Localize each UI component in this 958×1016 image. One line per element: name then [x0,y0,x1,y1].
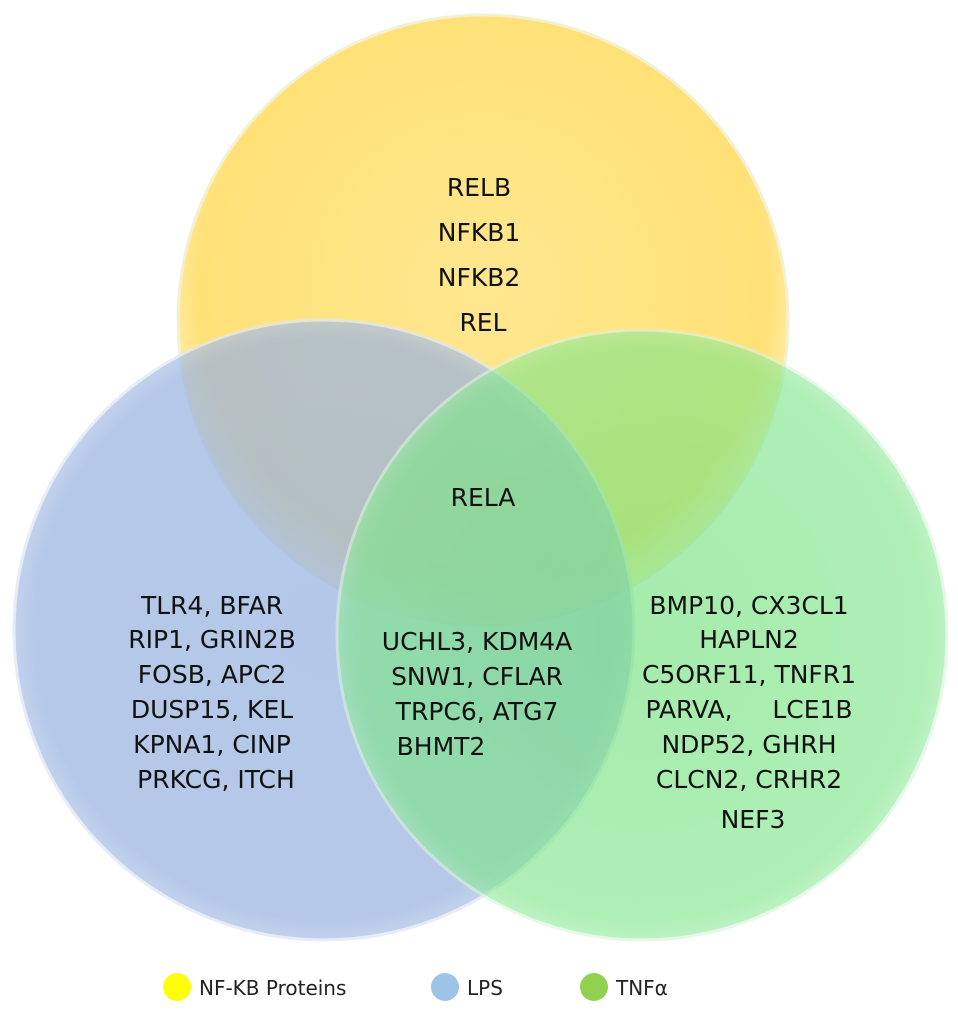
region-tnfa-only: BMP10, CX3CL1 HAPLN2 C5ORF11, TNFR1 PARV… [642,591,864,834]
gene-label: DUSP15, KEL [131,695,293,724]
region-nfkb-only: RELB NFKB1 NFKB2 REL [438,173,529,337]
gene-label: NEF3 [721,805,786,834]
region-all-three: RELA [451,483,516,512]
gene-label: UCHL3, KDM4A [382,627,573,656]
gene-label: HAPLN2 [699,625,799,654]
legend-label-tnfa: TNFα [615,976,668,1000]
legend-label-lps: LPS [467,976,503,1000]
gene-label: CLCN2, CRHR2 [656,765,842,794]
gene-label: RELB [447,173,511,202]
gene-label: TLR4, BFAR [140,591,283,620]
gene-label: PARVA, LCE1B [645,695,852,724]
gene-label: C5ORF11, TNFR1 [642,660,856,689]
gene-label: NFKB1 [438,218,521,247]
gene-label: FOSB, APC2 [138,660,287,689]
legend-swatch-tnfa [580,973,608,1001]
legend-swatch-lps [431,973,459,1001]
gene-label: PRKCG, ITCH [137,765,295,794]
gene-label: SNW1, CFLAR [391,662,563,691]
gene-label: TRPC6, ATG7 [395,697,559,726]
gene-label: RELA [451,483,516,512]
legend: NF-KB Proteins LPS TNFα [163,973,668,1001]
region-lps-tnfa: UCHL3, KDM4A SNW1, CFLAR TRPC6, ATG7 BHM… [382,627,580,761]
legend-label-nfkb: NF-KB Proteins [199,976,346,1000]
gene-label: KPNA1, CINP [133,730,291,759]
legend-swatch-nfkb [163,973,191,1001]
gene-label: RIP1, GRIN2B [128,625,296,654]
gene-label: REL [459,308,506,337]
gene-label: NFKB2 [438,263,521,292]
gene-label: BMP10, CX3CL1 [649,591,848,620]
region-lps-only: TLR4, BFAR RIP1, GRIN2B FOSB, APC2 DUSP1… [128,591,303,794]
set-circle-tnfa [335,328,949,942]
gene-label: NDP52, GHRH [661,730,836,759]
gene-label: BHMT2 [397,732,486,761]
